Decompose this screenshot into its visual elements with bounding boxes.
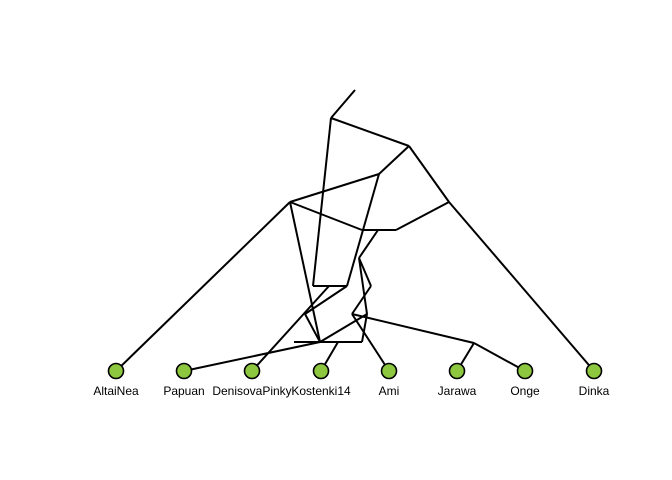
edge-root-right: [330, 117, 410, 147]
edge-lb-down: [251, 285, 330, 372]
leaf-label: Dinka: [579, 384, 610, 398]
edge-lb-to-papuan: [183, 313, 322, 372]
leaf-ami: Ami: [379, 362, 400, 398]
edge-m2-right: [358, 257, 372, 287]
leaf-node-marker: [107, 362, 125, 380]
edge-to-altainea: [115, 201, 291, 372]
edge-r3-left: [395, 201, 450, 231]
edge-l1-right: [289, 201, 363, 231]
leaf-papuan: Papuan: [163, 362, 205, 398]
leaf-label: Ami: [379, 384, 400, 398]
leaf-label: Kostenki14: [291, 384, 351, 398]
leaf-node-marker: [516, 362, 534, 380]
leaf-label: Onge: [510, 384, 540, 398]
leaf-node-marker: [175, 362, 193, 380]
leaf-label: AltaiNea: [93, 384, 139, 398]
leaf-node-marker: [585, 362, 603, 380]
leaf-jarawa: Jarawa: [438, 362, 477, 398]
edge-l1-down: [289, 201, 321, 343]
leaf-denisovapinky: DenisovaPinky: [212, 362, 292, 398]
edge-m2-down: [358, 257, 368, 315]
edge-m3-down: [351, 285, 372, 315]
graph-edges: [115, 89, 595, 372]
edge-to-dinka: [448, 201, 595, 372]
edge-root-down: [312, 117, 332, 287]
edge-left-branch: [304, 285, 348, 315]
leaf-node-marker: [380, 362, 398, 380]
leaf-node-marker: [243, 362, 261, 380]
edge-root-stub: [330, 89, 356, 119]
leaf-node-marker: [312, 362, 330, 380]
edge-r1-right: [408, 145, 450, 203]
edge-m4-down: [361, 313, 368, 343]
leaf-altainea: AltaiNea: [93, 362, 139, 398]
edge-east-to-onge: [473, 342, 526, 372]
edge-r2-to-left: [289, 173, 380, 203]
leaf-label: Papuan: [163, 384, 204, 398]
leaf-dinka: Dinka: [579, 362, 610, 398]
leaf-label: Jarawa: [438, 384, 477, 398]
edge-r1-left: [378, 145, 410, 175]
leaf-kostenki14: Kostenki14: [291, 362, 351, 398]
leaf-node-marker: [448, 362, 466, 380]
edge-m4-left: [319, 313, 368, 343]
edge-m3-to-east: [351, 313, 475, 344]
leaf-onge: Onge: [510, 362, 540, 398]
edge-m3-to-ami: [351, 313, 390, 372]
leaf-label: DenisovaPinky: [212, 384, 291, 398]
edge-m1-down: [358, 229, 380, 259]
